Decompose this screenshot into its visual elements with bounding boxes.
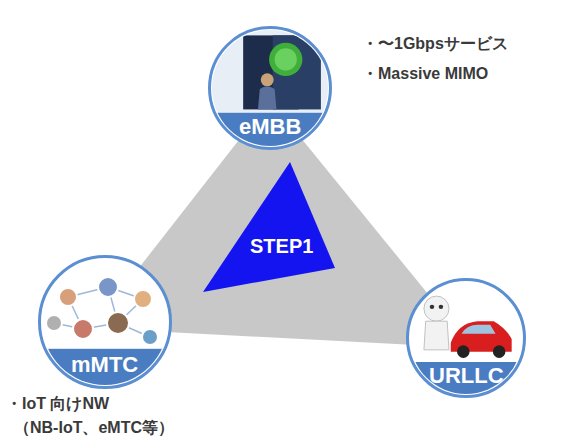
circle-illustration xyxy=(73,319,93,339)
circle-illustration xyxy=(261,73,274,86)
circle-illustration xyxy=(269,43,302,76)
category-circle: URLLC xyxy=(406,278,526,398)
circle-border xyxy=(408,280,525,397)
category-circle: eMBB xyxy=(208,26,332,150)
circle-illustration xyxy=(46,315,62,331)
step-triangle: STEP1 xyxy=(200,160,340,295)
circle-illustration xyxy=(462,325,496,334)
circle-illustration xyxy=(134,290,152,308)
circle-illustration xyxy=(493,345,506,358)
category-name: URLLC xyxy=(429,364,504,388)
circle-illustration xyxy=(406,280,526,398)
category-circle: mMTC xyxy=(38,255,172,389)
bullet-note: ・〜1Gbpsサービス xyxy=(362,34,508,53)
circle-illustration xyxy=(142,329,158,345)
circle-illustration xyxy=(430,305,434,309)
circle-illustration xyxy=(208,28,332,150)
circle-illustration xyxy=(424,321,449,350)
bullet-note: （NB-IoT、eMTC等） xyxy=(14,418,174,437)
bullet-note: ・IoT 向けNW xyxy=(6,394,109,413)
circle-illustration xyxy=(457,345,470,358)
circle-illustration xyxy=(424,296,449,321)
circle-illustration xyxy=(107,312,129,334)
circle-illustration xyxy=(439,305,443,309)
circle-border xyxy=(40,257,171,388)
triangle-outline xyxy=(200,160,340,295)
step-label: STEP1 xyxy=(250,235,313,257)
circle-illustration xyxy=(98,277,118,297)
circle-illustration xyxy=(406,280,526,398)
category-name: mMTC xyxy=(71,353,138,377)
bullet-note: ・Massive MIMO xyxy=(362,64,488,83)
circle-illustration xyxy=(275,48,297,70)
circle-illustration xyxy=(406,280,526,398)
circle-illustration xyxy=(38,257,172,389)
circle-illustration xyxy=(59,288,77,306)
circle-illustration xyxy=(208,28,332,150)
circle-illustration xyxy=(258,86,277,109)
triangle-fill xyxy=(203,162,335,292)
circle-illustration xyxy=(38,257,172,389)
circle-border xyxy=(210,28,331,149)
category-name: eMBB xyxy=(239,115,301,139)
circle-illustration xyxy=(38,257,172,389)
circle-illustration xyxy=(208,28,332,150)
